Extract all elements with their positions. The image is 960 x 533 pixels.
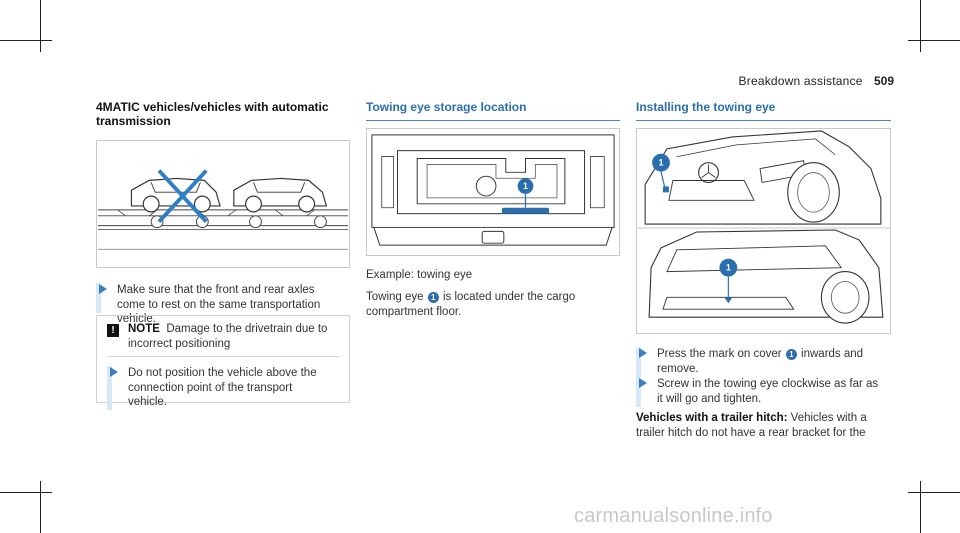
crop-mark [908,492,960,493]
storage-figure-callout: 1 [523,181,528,191]
column-installing: Installing the towing eye [636,100,891,121]
note-divider [107,356,339,357]
step-bar [107,366,112,410]
note-text-block: NOTE Damage to the drivetrain due to inc… [128,322,328,351]
step-text: Press the mark on cover 1 inwards and re… [657,347,879,376]
note-step-text: Do not position the vehicle above the co… [128,367,317,408]
instruction-step: Press the mark on cover 1 inwards and re… [636,347,891,377]
step-text: Screw in the towing eye clockwise as far… [657,378,879,405]
trailer-heading: Vehicles with a trailer hitch: [636,412,788,424]
note-step: Do not position the vehicle above the co… [107,366,339,410]
two-vehicles-transport-diagram [97,169,349,250]
vehicle-front-rear-diagram: 1 1 [637,130,890,324]
crop-mark [920,481,921,533]
section-heading: Installing the towing eye [636,100,891,121]
callout-badge: 1 [427,292,439,303]
trailer-text: Vehicles with a trailer hitch do not hav… [636,412,867,439]
note-label: NOTE [128,323,160,335]
note-box: ! NOTE Damage to the drivetrain due to i… [96,315,350,410]
crop-mark [40,481,41,533]
section-heading: Towing eye storage location [366,100,620,121]
instruction-step: Screw in the towing eye clockwise as far… [636,377,891,407]
crop-mark [920,0,921,52]
installing-figure: 1 1 [636,128,891,334]
step-bar [636,377,641,407]
column-4matic: 4MATIC vehicles/vehicles with automatic … [96,100,350,128]
page-number: 509 [873,74,894,88]
watermark: carmanualsonline.info [574,505,773,527]
storage-figure: 1 [366,128,620,256]
front-callout: 1 [659,158,664,168]
transport-figure [96,140,350,268]
section-title: Breakdown assistance [738,74,863,88]
step-bar [96,283,101,313]
step-bar [636,347,641,377]
example-caption: Example: towing eye [366,269,473,281]
step-text-end: inwards and remove. [657,348,864,375]
cargo-compartment-diagram: 1 [371,134,615,246]
step-arrow-icon [639,378,647,388]
crop-mark [908,40,960,41]
storage-paragraph: Towing eye 1 is located under the cargo … [366,290,620,319]
trailer-paragraph: Vehicles with a trailer hitch: Vehicles … [636,411,891,440]
crop-mark [0,492,52,493]
note-text: Damage to the drivetrain due to incorrec… [128,323,328,350]
warning-icon: ! [107,324,119,337]
section-heading: 4MATIC vehicles/vehicles with automatic … [96,100,329,128]
storage-text-end: is located under the cargo compartment f… [366,291,576,318]
step-arrow-icon [99,284,107,294]
page-header: Breakdown assistance 509 [739,74,894,88]
step-text: Make sure that the front and rear axles … [117,284,321,325]
step-text-start: Press the mark on cover [657,348,782,360]
column-storage-location: Towing eye storage location [366,100,620,121]
crop-mark [0,40,52,41]
callout-badge: 1 [785,349,797,360]
crop-mark [40,0,41,52]
rear-callout: 1 [726,263,731,273]
step-arrow-icon [110,367,118,377]
instruction-step: Make sure that the front and rear axles … [96,283,350,325]
storage-text-start: Towing eye [366,291,424,303]
step-arrow-icon [639,348,647,358]
